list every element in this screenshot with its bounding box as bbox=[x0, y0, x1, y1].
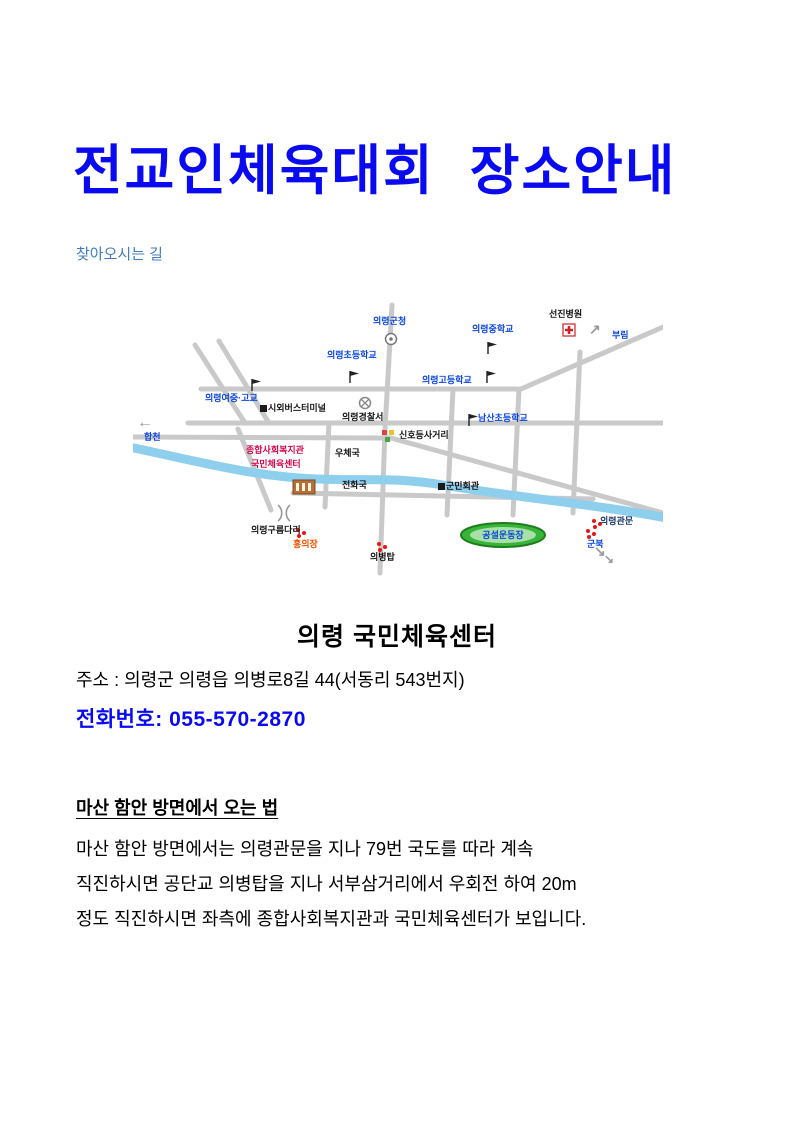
map-label-uibyeong-tower: 의병탑 bbox=[370, 552, 395, 562]
map-label-cloud-bridge: 의령구름다리 bbox=[251, 525, 301, 535]
map-label-high-school: 의령고등학교 bbox=[422, 375, 472, 385]
map-label-post-office: 우체국 bbox=[335, 448, 360, 458]
namsan-school-flag-icon bbox=[468, 414, 478, 426]
high-school-flag-icon bbox=[486, 371, 496, 383]
map-label-girls-school: 의령여중·고교 bbox=[205, 393, 258, 403]
map-label-police-station: 의령경찰서 bbox=[342, 412, 384, 422]
landmark-dots bbox=[296, 519, 602, 552]
directions-subtitle: 찾아오시는 길 bbox=[76, 246, 163, 263]
police-rotary-symbol bbox=[358, 396, 372, 410]
map-label-county-hall: 군민회관 bbox=[446, 481, 480, 491]
gunbuk-direction-arrow-icon: ↘ bbox=[594, 543, 606, 559]
map-label-sports-center: 국민체육센터 bbox=[251, 459, 301, 469]
hapcheon-direction-arrow-icon: ← bbox=[137, 414, 153, 431]
map-label-county-office: 의령군청 bbox=[373, 316, 407, 326]
map-label-telephone-office: 전화국 bbox=[342, 480, 367, 490]
map-roads bbox=[133, 302, 663, 576]
map-label-seonjin-hospital: 선진병원 bbox=[549, 309, 583, 319]
map-graphic bbox=[133, 302, 663, 576]
directions-line: 정도 직진하시면 좌측에 종합사회복지관과 국민체육센터가 보입니다. bbox=[76, 909, 587, 929]
directions-line: 마산 함안 방면에서는 의령관문을 지나 79번 국도를 따라 계속 bbox=[76, 839, 534, 859]
map-label-gunbuk: 군북 bbox=[587, 539, 604, 549]
venue-name: 의령 국민체육센터 bbox=[297, 623, 497, 651]
middle-school-flag-icon bbox=[487, 342, 497, 354]
map-label-gwanmun: 의령관문 bbox=[600, 516, 634, 526]
traffic-light-icon bbox=[382, 430, 394, 442]
directions-body: 마산 함안 방면에서는 의령관문을 지나 79번 국도를 따라 계속 직진하시면… bbox=[76, 832, 586, 937]
elementary-school-flag-icon bbox=[349, 371, 359, 383]
map-label-hapcheon: 합천 bbox=[144, 432, 161, 442]
venue-address: 주소 : 의령군 의령읍 의병로8길 44(서동리 543번지) bbox=[76, 670, 465, 690]
venue-phone: 전화번호: 055-570-2870 bbox=[76, 708, 306, 731]
map-label-elementary-school: 의령초등학교 bbox=[327, 350, 377, 360]
girls-school-flag-icon bbox=[251, 379, 261, 391]
gunbuk-direction-arrow-icon-2: ↘ bbox=[604, 552, 615, 566]
hospital-cross-icon bbox=[562, 323, 576, 337]
page-title: 전교인체육대회 장소안내 bbox=[73, 141, 677, 201]
river bbox=[133, 443, 663, 522]
map-label-welfare-center: 종합사회복지관 bbox=[246, 445, 304, 455]
map-label-namsan-elementary: 남산초등학교 bbox=[478, 413, 528, 423]
map-label-signal-intersection: 신호등사거리 bbox=[399, 430, 449, 440]
stadium-icon bbox=[460, 522, 546, 548]
directions-line: 직진하시면 공단교 의병탑을 지나 서부삼거리에서 우회전 하여 20m bbox=[76, 874, 577, 894]
map-label-honguijang: 홍의장 bbox=[293, 539, 318, 549]
map-label-public-stadium: 공설운동장 bbox=[482, 530, 524, 540]
bus-terminal-square-icon bbox=[260, 405, 267, 412]
access-map: 의령군청 의령중학교 선진병원 부림 의령초등학교 의령고등학교 의령여중·고교… bbox=[133, 297, 663, 577]
cloud-bridge-icon bbox=[277, 504, 291, 522]
sports-center-building-icon bbox=[292, 479, 316, 495]
map-label-bus-terminal: 시외버스터미널 bbox=[268, 403, 326, 413]
burim-direction-arrow-icon: ↗ bbox=[589, 321, 601, 337]
directions-heading: 마산 함안 방면에서 오는 법 bbox=[76, 798, 279, 818]
map-label-middle-school: 의령중학교 bbox=[472, 324, 514, 334]
map-label-burim: 부림 bbox=[612, 330, 629, 340]
county-hall-square-icon bbox=[438, 483, 445, 490]
county-office-symbol bbox=[384, 332, 398, 346]
